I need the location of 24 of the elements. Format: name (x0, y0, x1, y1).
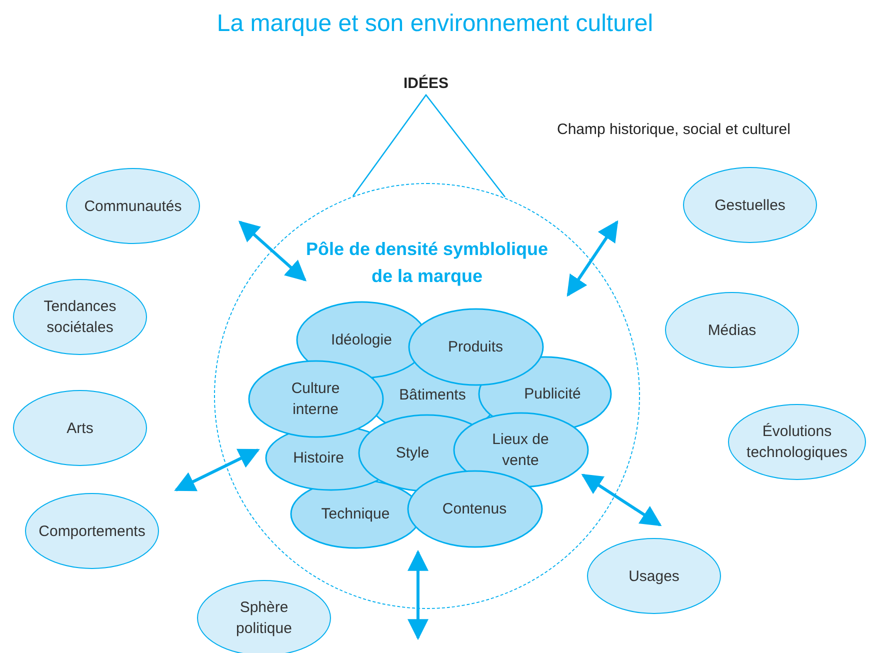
field-label: Champ historique, social et culturel (557, 121, 790, 138)
node-label: Gestuelles (714, 196, 786, 216)
circle-title: Pôle de densité symblolique de la marque (304, 238, 550, 288)
node-label: Usages (628, 566, 680, 586)
ellipse-label: Produits (428, 336, 522, 357)
ellipse-label: Style (364, 442, 460, 463)
node-label: Tendances sociétales (42, 297, 118, 338)
ellipse-label: Idéologie (316, 329, 406, 350)
node-label: Sphère politique (235, 598, 293, 639)
ellipse-label: Publicité (506, 383, 598, 404)
double-arrow (238, 220, 307, 282)
diagram-title: La marque et son environnement culturel (216, 10, 654, 38)
ellipse-label: Contenus (428, 498, 522, 519)
node-label: Comportements (38, 522, 146, 542)
ellipse-label: Bâtiments (386, 384, 478, 405)
double-arrow (581, 474, 662, 526)
double-arrow (408, 550, 428, 640)
node-label: Communautés (84, 196, 182, 216)
double-arrow (174, 448, 260, 492)
apex-label: IDÉES (403, 75, 448, 92)
node-label: Arts (66, 418, 94, 438)
node-label: Évolutions technologiques (746, 422, 848, 463)
double-arrow (566, 220, 618, 297)
node-label: Médias (708, 320, 756, 340)
